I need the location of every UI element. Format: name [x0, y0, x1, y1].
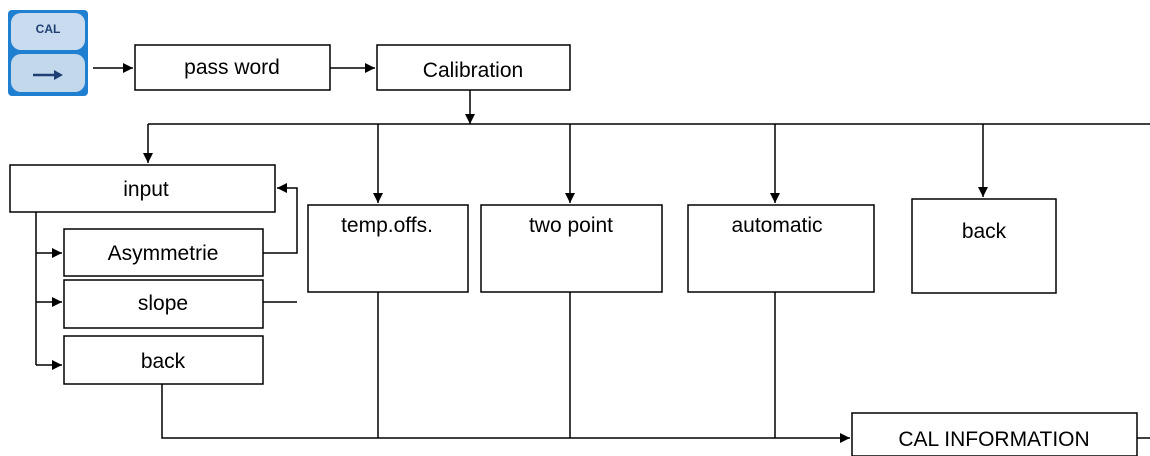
node-two-point[interactable]: two point — [480, 204, 663, 293]
node-input-back-label: back — [141, 350, 186, 373]
cal-button-top-face — [11, 13, 85, 50]
node-input-back[interactable]: back — [63, 335, 264, 385]
node-cal-information[interactable]: CAL INFORMATION — [851, 412, 1138, 456]
node-password[interactable]: pass word — [134, 44, 331, 91]
node-asymmetrie-label: Asymmetrie — [108, 242, 219, 265]
node-password-label: pass word — [184, 56, 280, 79]
node-back-label: back — [962, 220, 1007, 243]
node-temp-offs-label: temp.offs. — [341, 214, 433, 237]
cal-button-bottom-face — [11, 54, 85, 92]
asymmetrie-return-arrow — [263, 183, 298, 254]
cal-button[interactable]: CAL — [8, 10, 88, 96]
node-calibration-label: Calibration — [423, 59, 523, 82]
node-slope-label: slope — [138, 292, 188, 315]
node-back[interactable]: back — [911, 198, 1057, 294]
node-slope[interactable]: slope — [63, 279, 264, 329]
connectors — [35, 63, 1150, 443]
node-input[interactable]: input — [9, 164, 276, 213]
to-cal-information-arrow — [161, 384, 850, 443]
cal-button-label: CAL — [36, 22, 61, 36]
node-calibration[interactable]: Calibration — [376, 44, 571, 91]
node-temp-offs[interactable]: temp.offs. — [307, 204, 469, 293]
node-automatic-label: automatic — [731, 214, 822, 237]
node-asymmetrie[interactable]: Asymmetrie — [63, 228, 264, 277]
node-input-label: input — [123, 178, 169, 201]
node-two-point-label: two point — [529, 214, 613, 237]
node-cal-information-label: CAL INFORMATION — [898, 428, 1089, 451]
right-arrow-icon — [33, 70, 63, 80]
node-automatic[interactable]: automatic — [687, 204, 875, 293]
